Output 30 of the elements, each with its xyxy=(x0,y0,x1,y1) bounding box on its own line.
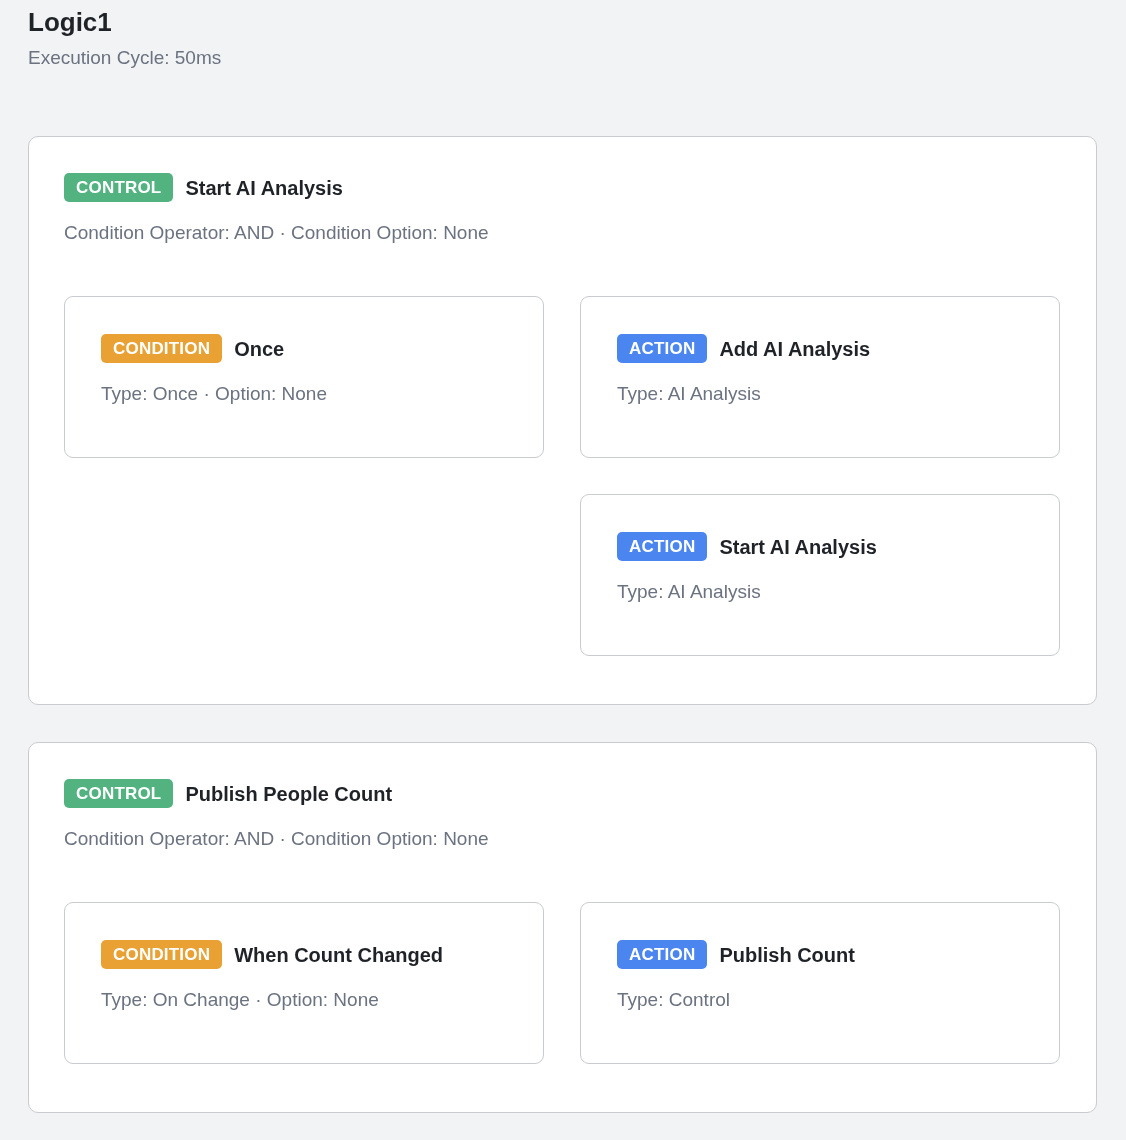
card-description: Type: Once · Option: None xyxy=(101,383,327,404)
card-description: Condition Operator: AND · Condition Option: None xyxy=(64,828,489,849)
card-title: Publish Count xyxy=(719,942,855,968)
card-description: Condition Operator: AND · Condition Option: None xyxy=(64,222,489,243)
action-badge: ACTION xyxy=(617,940,708,969)
control-card xyxy=(28,136,1097,705)
card-title: Publish People Count xyxy=(185,781,393,807)
page-subtitle: Execution Cycle: 50ms xyxy=(28,46,222,70)
card-description: Type: Control xyxy=(617,989,730,1010)
card-title: Add AI Analysis xyxy=(719,336,871,362)
page-title: Logic1 xyxy=(28,6,113,39)
condition-badge: CONDITION xyxy=(101,334,223,363)
card-description: Type: On Change · Option: None xyxy=(101,989,379,1010)
condition-card xyxy=(64,296,544,458)
action-badge: ACTION xyxy=(617,532,708,561)
control-badge: CONTROL xyxy=(64,779,174,808)
control-card xyxy=(28,742,1097,1113)
card-title: Once xyxy=(234,336,285,362)
action-card xyxy=(580,296,1060,458)
card-description: Type: AI Analysis xyxy=(617,581,761,602)
action-card xyxy=(580,494,1060,656)
card-title: When Count Changed xyxy=(234,942,444,968)
card-title: Start AI Analysis xyxy=(185,175,343,201)
condition-badge: CONDITION xyxy=(101,940,223,969)
card-title: Start AI Analysis xyxy=(719,534,877,560)
card-description: Type: AI Analysis xyxy=(617,383,761,404)
condition-card xyxy=(64,902,544,1064)
action-badge: ACTION xyxy=(617,334,708,363)
action-card xyxy=(580,902,1060,1064)
control-badge: CONTROL xyxy=(64,173,174,202)
